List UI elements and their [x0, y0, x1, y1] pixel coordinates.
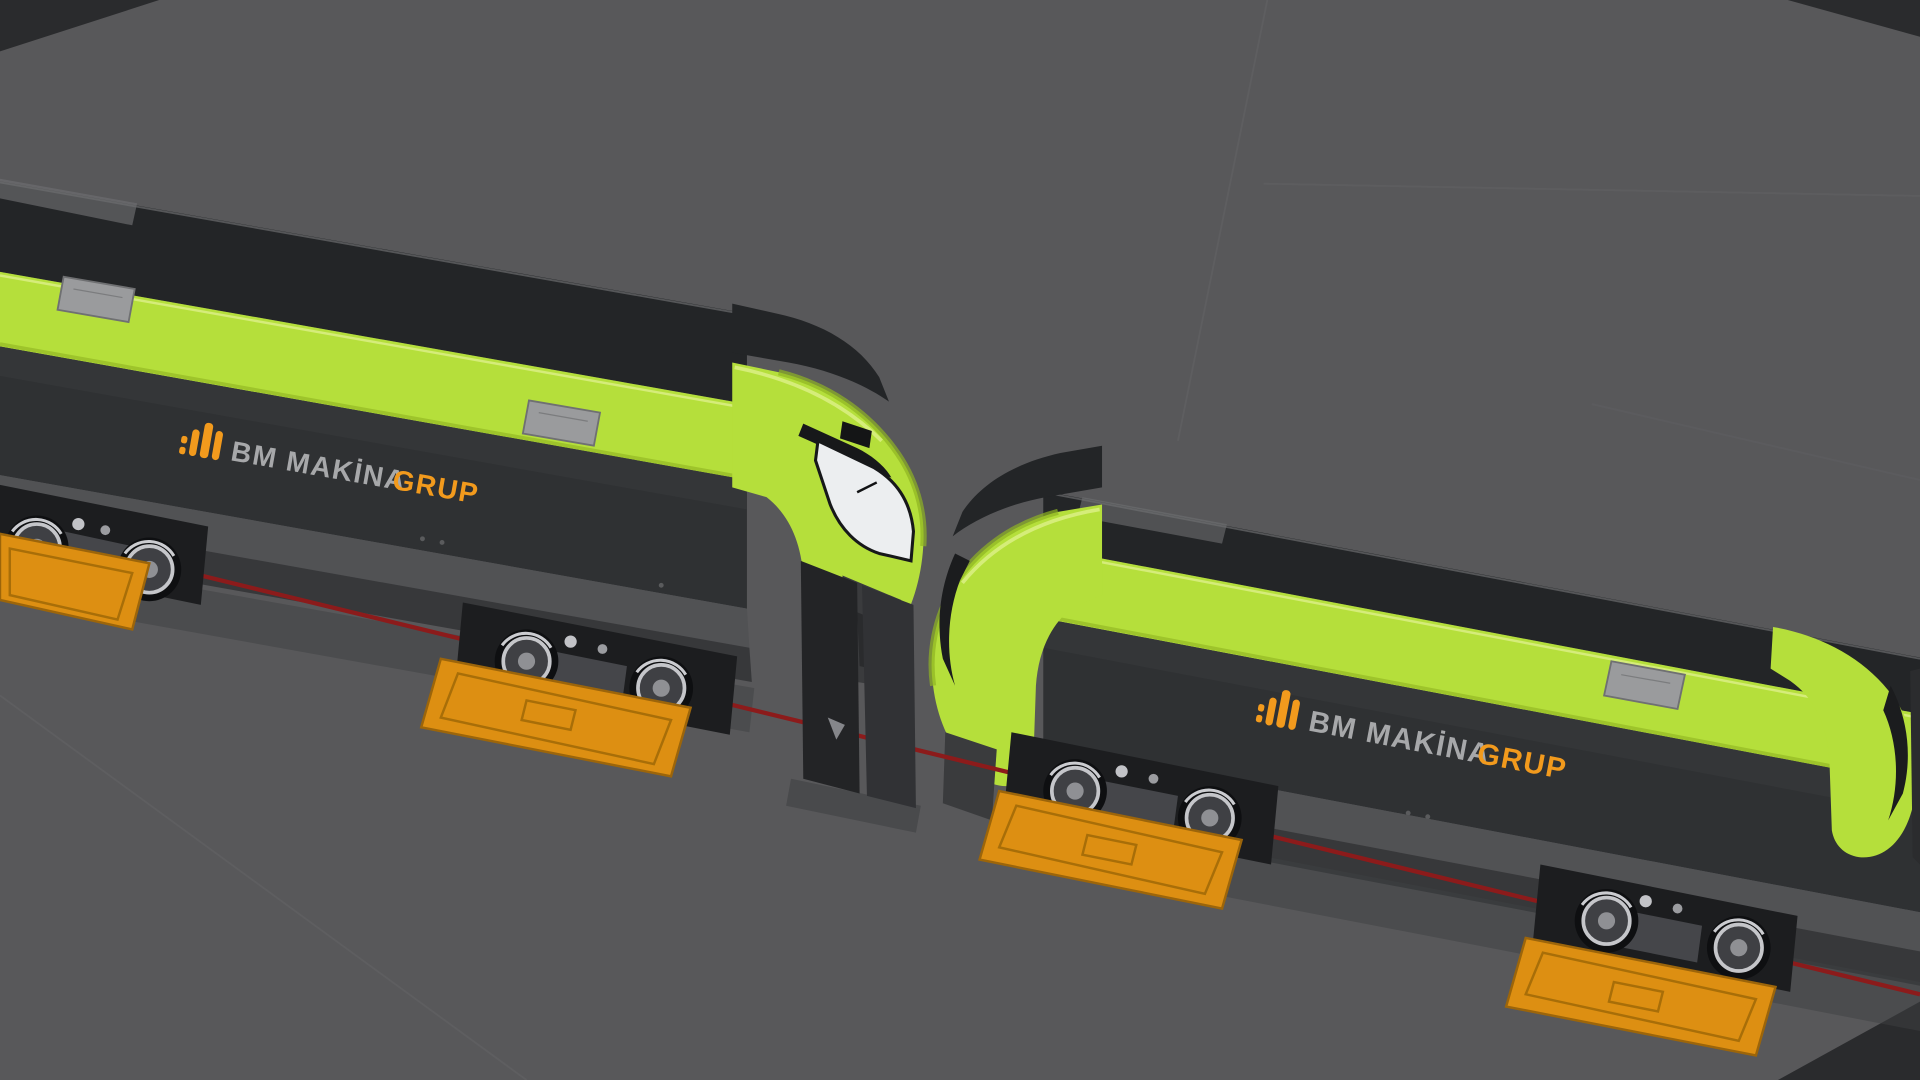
- roof-hatch: [521, 399, 602, 447]
- platform-slot: [1607, 980, 1665, 1013]
- bm-bars-icon: [1255, 690, 1300, 730]
- platform-inset: [997, 804, 1224, 896]
- wagon-car-a: [0, 178, 927, 689]
- corner-fragment-top-left: [0, 0, 160, 52]
- car-b-roof: [1043, 491, 1920, 714]
- bogie-silver-detail: [1148, 773, 1159, 784]
- car-b-side-body: [1043, 618, 1920, 913]
- car-a-roof-sheen: [0, 178, 138, 226]
- coupling-marker: [827, 717, 845, 740]
- car-a-side-body: [0, 346, 747, 609]
- bm-bars-icon: [179, 422, 223, 461]
- platform-inset: [8, 547, 134, 622]
- coupling-slab: [862, 585, 916, 809]
- platform-etch-lines: [8, 547, 1758, 1043]
- car-a-wiper: [856, 481, 878, 494]
- logo-bar: [1276, 690, 1291, 728]
- car-a-nose-rim-shade: [778, 369, 927, 547]
- car-b-rear-window-band: [1883, 685, 1908, 821]
- logo-bar: [1255, 714, 1263, 723]
- car-a-nose-rim-highlight: [734, 365, 883, 443]
- coupling-slab: [800, 560, 860, 794]
- bogie-silver-detail: [72, 517, 85, 531]
- hatch-line: [73, 288, 123, 299]
- car-b-green-stripe-group: [1043, 547, 1920, 785]
- logo-bar: [188, 429, 200, 457]
- car-b-rivet: [1405, 810, 1411, 816]
- car-b-nose-rim-highlight: [961, 507, 1100, 585]
- car-b-green-stripe: [1043, 547, 1920, 785]
- car-a-roof: [0, 181, 747, 405]
- grid-line: [0, 694, 528, 1080]
- bogie-silver-detail: [597, 644, 608, 654]
- next-car-fragment: [1910, 668, 1920, 865]
- platform-inset: [439, 672, 673, 766]
- platform-slot: [520, 698, 578, 732]
- car-a-cab-roof-cap: [732, 303, 889, 402]
- wheel: [1572, 887, 1641, 955]
- car-b-nose-chin: [942, 732, 997, 821]
- platform-inset: [1524, 951, 1758, 1043]
- bogie-silver-detail: [1639, 895, 1652, 908]
- hatch-line: [1621, 674, 1671, 684]
- logo-bar: [1257, 704, 1265, 712]
- car-a-body-reflection: [0, 346, 747, 510]
- platform-pad: [0, 532, 151, 631]
- logo-bar: [199, 422, 214, 459]
- corner-fragment-top-right: [1787, 0, 1920, 37]
- car-b-nose-shell: [931, 504, 1103, 787]
- grid-line: [1263, 182, 1920, 197]
- car-b-rivet: [1425, 814, 1431, 820]
- car-a-roof-antenna-box: [840, 421, 872, 449]
- car-b-stripe-highlight: [1043, 549, 1918, 719]
- logo-bar: [1288, 699, 1300, 730]
- bogie-b2: [1533, 864, 1798, 992]
- logo-bar: [179, 446, 186, 455]
- bogie-silver-detail: [1115, 765, 1128, 778]
- service-platforms: [0, 532, 1778, 1057]
- bogie-silver-detail: [1672, 903, 1683, 914]
- inter-car-coupling: [800, 560, 916, 809]
- car-a-rivet: [658, 582, 664, 588]
- platform-slot: [1080, 833, 1138, 866]
- car-b-stripe-shadow: [1042, 614, 1918, 785]
- car-a-rivet: [420, 536, 425, 542]
- bogie-suspension-box: [1623, 911, 1703, 963]
- platform-pad: [978, 789, 1244, 910]
- roof-hatches: [56, 275, 1686, 711]
- platform-pad: [419, 657, 693, 778]
- logo-bar: [211, 431, 223, 461]
- car-a-rivet: [439, 540, 445, 545]
- car-a-skirt: [0, 475, 750, 648]
- car-a-windshield: [813, 438, 916, 563]
- hatch-line: [538, 412, 588, 422]
- coupling-ground-shadow: [786, 778, 921, 833]
- car-b-windshield-band: [939, 553, 970, 686]
- grid-line: [1591, 403, 1920, 481]
- hatch-texture-lines: [73, 288, 1671, 684]
- roof-hatch: [1602, 660, 1686, 711]
- roof-hatch: [56, 275, 136, 324]
- car-a-stripe-shadow: [0, 342, 745, 480]
- bogie-silver-detail: [564, 635, 577, 648]
- car-b-rear-cap: [1770, 626, 1918, 858]
- wheel: [1705, 914, 1773, 982]
- platform-pad: [1504, 936, 1778, 1057]
- car-b-roof-sheen: [1077, 497, 1227, 544]
- bogie-silver-detail: [100, 525, 111, 536]
- logo-bar: [1265, 697, 1277, 726]
- logo-bar: [180, 435, 188, 444]
- car-b-cab-roof-cap: [952, 445, 1103, 537]
- car-b-body-reflection: [1043, 618, 1920, 815]
- grid-line: [1177, 0, 1269, 441]
